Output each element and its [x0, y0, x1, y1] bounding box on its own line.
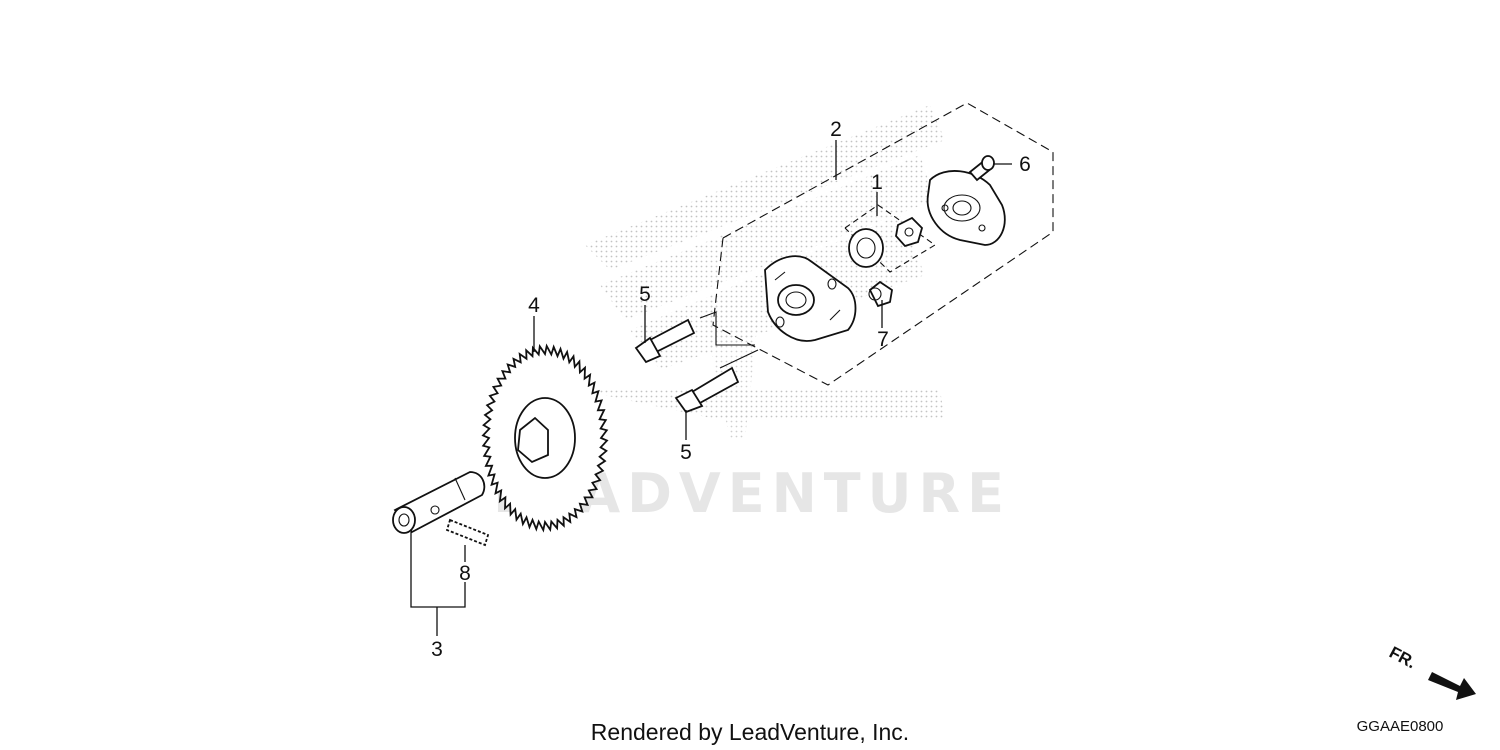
rotor-set	[844, 204, 937, 273]
callout-8: 8	[459, 562, 471, 585]
callout-7: 7	[877, 328, 889, 351]
callout-2: 2	[830, 118, 842, 141]
callout-4: 4	[528, 294, 540, 317]
bolt-bracket-lower	[719, 349, 759, 369]
direction-label: FR.	[1386, 643, 1419, 673]
render-credit: Rendered by LeadVenture, Inc.	[591, 719, 909, 745]
pump-body	[764, 255, 857, 342]
drawing-code: GGAAE0800	[1357, 718, 1444, 735]
callout-6: 6	[1019, 153, 1031, 176]
front-direction-indicator: FR.	[1386, 643, 1476, 700]
pump-cover-plate	[926, 170, 1006, 246]
direction-arrow-icon	[1428, 672, 1476, 700]
pump-shaft	[392, 471, 486, 534]
assembly-frame-2	[712, 102, 1054, 386]
roll-pin	[445, 518, 490, 547]
watermark-logo	[580, 105, 945, 440]
callout-5-upper: 5	[639, 283, 651, 306]
callout-5-lower: 5	[680, 441, 692, 464]
bolt-lower	[674, 366, 740, 414]
dowel-pin	[868, 280, 893, 308]
callout-1: 1	[871, 171, 883, 194]
screw-6	[968, 155, 995, 182]
bolt-bracket	[699, 311, 755, 346]
oil-pump-gear	[481, 343, 609, 533]
callout-3: 3	[431, 638, 443, 661]
leader-lines	[410, 140, 1012, 636]
